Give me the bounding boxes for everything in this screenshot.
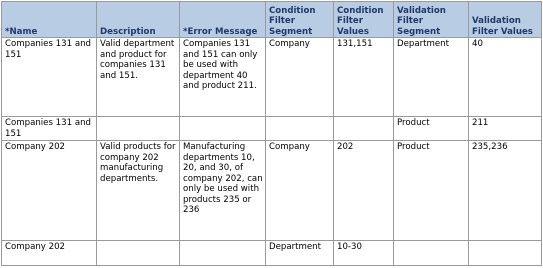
header-row: *Name Description *Error Message Conditi… xyxy=(1,1,542,38)
cell-name: Companies 131 and 151 xyxy=(1,116,97,141)
table-row: Companies 131 and 151 Product 211 xyxy=(1,116,542,141)
cell-condition-segment: Department xyxy=(265,240,334,266)
cell-condition-values xyxy=(333,116,394,141)
cell-name: Company 202 xyxy=(1,240,97,266)
table-row: Company 202 Department 10-30 xyxy=(1,240,542,266)
cell-error-message: Companies 131 and 151 can only be used w… xyxy=(179,37,266,117)
cell-description xyxy=(96,116,180,141)
cell-validation-values: 40 xyxy=(468,37,542,117)
cell-validation-segment xyxy=(393,240,469,266)
cell-name: Companies 131 and 151 xyxy=(1,37,97,117)
header-condition-filter-segment: Condition Filter Segment xyxy=(265,1,334,38)
cell-description: Valid department and product for compani… xyxy=(96,37,180,117)
cell-error-message xyxy=(179,116,266,141)
cell-condition-values: 202 xyxy=(333,140,394,241)
header-validation-filter-values: Validation Filter Values xyxy=(468,1,542,38)
cell-condition-segment: Company xyxy=(265,140,334,241)
cell-condition-values: 10-30 xyxy=(333,240,394,266)
header-validation-filter-segment: Validation Filter Segment xyxy=(393,1,469,38)
header-error-message: *Error Message xyxy=(179,1,266,38)
cell-condition-segment xyxy=(265,116,334,141)
cell-validation-segment: Product xyxy=(393,140,469,241)
table-row: Company 202 Valid products for company 2… xyxy=(1,140,542,241)
cell-description: Valid products for company 202 manufactu… xyxy=(96,140,180,241)
cell-error-message: Manufacturing departments 10, 20, and 30… xyxy=(179,140,266,241)
cell-condition-segment: Company xyxy=(265,37,334,117)
header-description: Description xyxy=(96,1,180,38)
header-condition-filter-values: Condition Filter Values xyxy=(333,1,394,38)
cell-description xyxy=(96,240,180,266)
cell-validation-segment: Department xyxy=(393,37,469,117)
cell-validation-values: 235,236 xyxy=(468,140,542,241)
cell-error-message xyxy=(179,240,266,266)
cell-name: Company 202 xyxy=(1,140,97,241)
cell-condition-values: 131,151 xyxy=(333,37,394,117)
header-name: *Name xyxy=(1,1,97,38)
table-row: Companies 131 and 151 Valid department a… xyxy=(1,37,542,117)
cell-validation-values xyxy=(468,240,542,266)
cell-validation-values: 211 xyxy=(468,116,542,141)
cell-validation-segment: Product xyxy=(393,116,469,141)
